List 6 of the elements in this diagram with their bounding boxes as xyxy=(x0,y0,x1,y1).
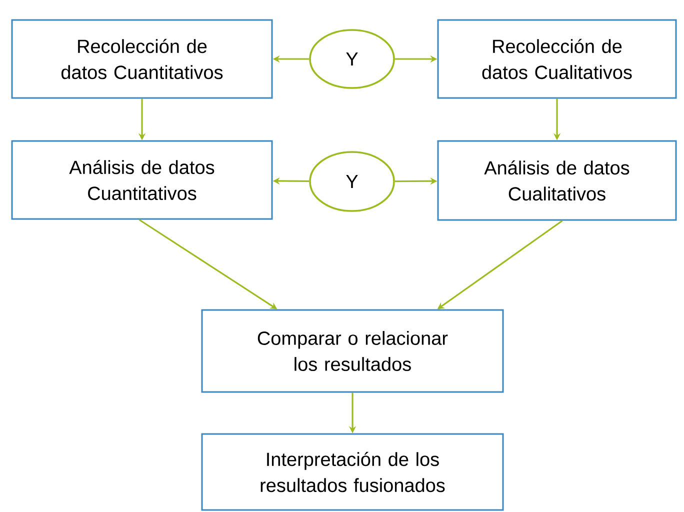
process-box: Comparar o relacionar los resultados xyxy=(201,309,504,393)
process-box: Análisis de datos Cuantitativos xyxy=(11,140,273,220)
process-box: Análisis de datos Cualitativos xyxy=(437,140,677,221)
process-box: Interpretación de los resultados fusionados xyxy=(201,433,504,511)
process-box: Recolección de datos Cualitativos xyxy=(437,19,677,99)
process-box: Recolección de datos Cuantitativos xyxy=(11,19,273,99)
